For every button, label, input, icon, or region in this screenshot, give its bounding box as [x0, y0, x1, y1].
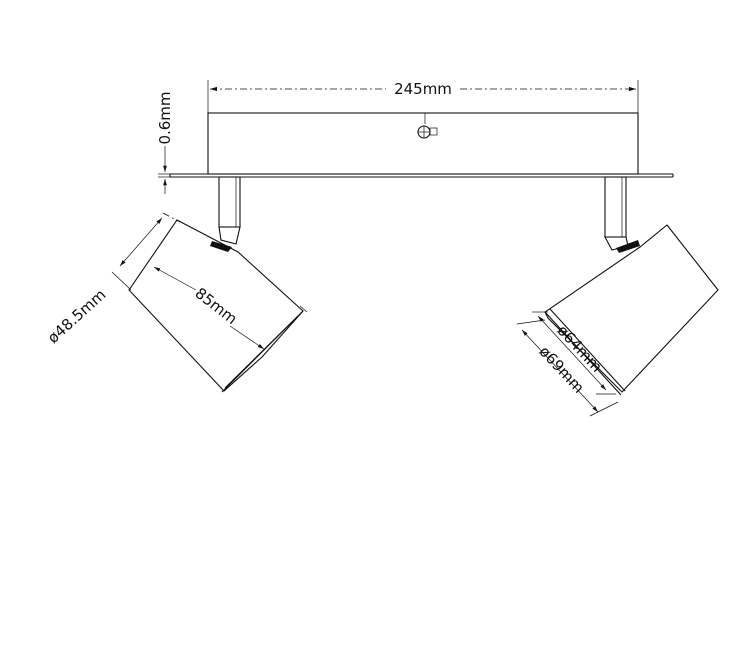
back-diameter-label: ø48.5mm: [44, 286, 109, 347]
shade-length-label: 85mm: [192, 284, 241, 328]
dimension-back-diameter: ø48.5mm: [44, 212, 181, 347]
dimension-front-diameters: ø64mm ø69mm: [516, 311, 619, 417]
left-shade: [128, 219, 304, 392]
right-stem: [604, 176, 627, 238]
dimension-plate-thickness: 0.6mm: [156, 91, 174, 194]
left-stem: [218, 176, 241, 228]
left-joint: [218, 226, 241, 245]
dimension-shade-length: 85mm: [153, 266, 265, 350]
bar-body: [207, 112, 639, 175]
overall-length-label: 245mm: [394, 80, 452, 98]
screw-icon: [417, 113, 438, 139]
plate-thickness-label: 0.6mm: [156, 91, 174, 144]
dimension-overall-length: 245mm: [207, 80, 639, 113]
left-spotlight: [128, 176, 308, 393]
ceiling-bar: [169, 112, 674, 178]
right-spotlight: [544, 176, 719, 396]
